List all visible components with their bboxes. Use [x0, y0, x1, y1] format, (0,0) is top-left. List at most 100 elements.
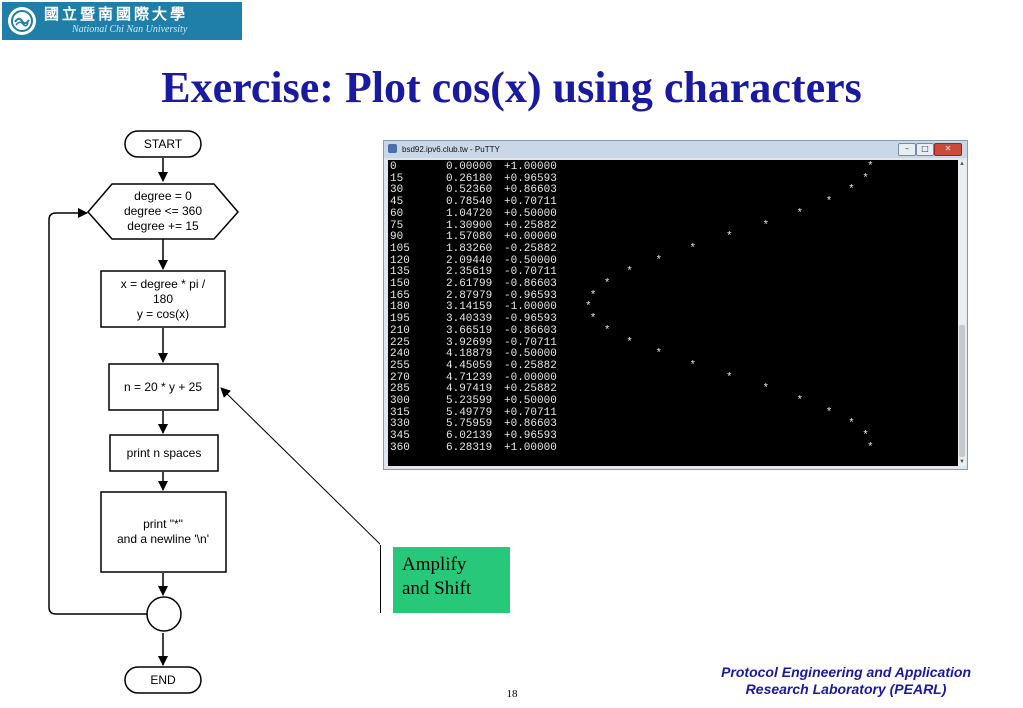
scroll-up-icon[interactable]: ▲ [959, 161, 965, 167]
radian-cell: 3.66519 [446, 324, 493, 337]
plot-star: * [762, 383, 770, 396]
degree-cell: 0 [390, 161, 397, 173]
compute-box [100, 270, 226, 328]
radian-cell: 5.23599 [446, 395, 493, 407]
degree-cell: 330 [390, 418, 410, 431]
plot-star: * [689, 242, 697, 255]
plot-star: * [655, 348, 663, 361]
radian-cell: 1.57080 [446, 231, 493, 244]
maximize-button[interactable]: □ [916, 143, 934, 156]
end-terminator [124, 666, 202, 694]
degree-cell: 285 [390, 383, 410, 396]
plot-star: * [796, 395, 804, 407]
plot-star: * [862, 172, 869, 185]
cosine-cell: -0.96593 [504, 313, 557, 326]
cosine-cell: -0.86603 [504, 324, 557, 337]
plot-star: * [862, 430, 869, 443]
callout-bracket [380, 545, 384, 613]
print-star-line-2: and a newline '\n' [117, 532, 209, 546]
degree-cell: 135 [390, 266, 410, 279]
degree-cell: 315 [390, 406, 410, 419]
degree-cell: 210 [390, 324, 410, 337]
cosine-cell: -0.86603 [504, 278, 557, 290]
degree-cell: 120 [390, 254, 410, 267]
plot-star: * [589, 313, 597, 326]
plot-star: * [689, 359, 697, 372]
degree-cell: 105 [390, 242, 410, 255]
plot-star: * [867, 441, 874, 454]
degree-cell: 90 [390, 231, 404, 244]
loop-init-text: degree = 0 [134, 189, 192, 203]
degree-cell: 75 [390, 219, 404, 232]
radian-cell: 1.30900 [446, 219, 493, 232]
degree-cell: 345 [390, 430, 410, 443]
degree-cell: 30 [390, 184, 404, 197]
cosine-cell: +0.25882 [504, 219, 557, 232]
window-titlebar[interactable]: bsd92.ipv6.club.tw - PuTTY – □ ✕ [384, 141, 967, 158]
radian-cell: 2.09440 [446, 254, 493, 267]
minimize-button[interactable]: – [898, 143, 916, 156]
university-seal-icon [8, 7, 36, 35]
cosine-cell: -0.25882 [504, 359, 557, 372]
terminal-row: 105 1.83260 -0.25882 * [388, 242, 958, 256]
degree-cell: 360 [390, 441, 410, 454]
radian-cell: 6.02139 [446, 430, 493, 443]
radian-cell: 2.61799 [446, 278, 493, 290]
degree-cell: 270 [390, 371, 410, 384]
plot-star: * [825, 406, 833, 419]
degree-cell: 225 [390, 336, 410, 349]
scale-text: n = 20 * y + 25 [124, 380, 202, 394]
callout-line-2: and Shift [402, 578, 472, 599]
plot-star: * [626, 266, 633, 279]
loop-increment-text: degree += 15 [127, 219, 199, 233]
footer-line-2: Research Laboratory (PEARL) [745, 681, 947, 697]
radian-cell: 4.18879 [446, 348, 493, 361]
radian-cell: 3.92699 [446, 336, 493, 349]
radian-cell: 0.26180 [446, 172, 493, 185]
radian-cell: 4.45059 [446, 359, 493, 372]
cosine-cell: -0.70711 [504, 266, 557, 279]
plot-star: * [603, 324, 611, 337]
scroll-thumb[interactable] [959, 325, 965, 457]
cosine-cell: -0.00000 [504, 371, 557, 384]
compute-line-2: 180 [153, 292, 173, 306]
close-button[interactable]: ✕ [934, 143, 962, 156]
connector-circle [146, 596, 182, 632]
cosine-cell: -0.96593 [504, 289, 557, 302]
plot-star: * [726, 371, 733, 384]
scroll-down-icon[interactable]: ▼ [959, 459, 965, 465]
print-spaces-box [109, 434, 219, 472]
plot-star: * [825, 196, 833, 209]
logo-chinese-name: 國立暨南國際大學 [44, 5, 189, 23]
cosine-cell: -1.00000 [504, 301, 557, 314]
radian-cell: 2.87979 [446, 289, 493, 302]
degree-cell: 150 [390, 278, 410, 290]
radian-cell: 1.83260 [446, 242, 493, 255]
cosine-cell: -0.25882 [504, 242, 557, 255]
degree-cell: 300 [390, 395, 410, 407]
cosine-cell: +0.96593 [504, 172, 557, 185]
logo-english-name: National Chi Nan University [72, 24, 188, 35]
plot-star: * [585, 301, 592, 314]
window-title: bsd92.ipv6.club.tw - PuTTY [402, 145, 500, 154]
print-spaces-text: print n spaces [127, 446, 202, 460]
cosine-cell: -0.50000 [504, 254, 557, 267]
plot-star: * [655, 254, 663, 267]
degree-cell: 240 [390, 348, 410, 361]
radian-cell: 1.04720 [446, 207, 493, 220]
putty-icon [388, 144, 397, 153]
radian-cell: 4.97419 [446, 383, 493, 396]
vertical-scrollbar[interactable]: ▲ ▼ [958, 160, 966, 466]
amplify-shift-callout: Amplify and Shift [393, 547, 510, 613]
